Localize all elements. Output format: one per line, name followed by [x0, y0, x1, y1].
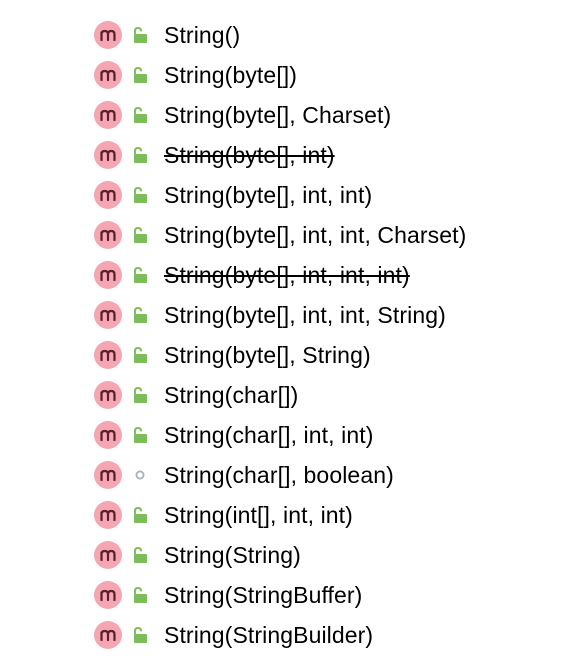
public-lock-icon	[130, 425, 150, 445]
constructor-label: String(StringBuilder)	[164, 621, 374, 648]
constructor-label: String(byte[], Charset)	[164, 101, 392, 128]
package-private-icon	[130, 465, 150, 485]
constructor-label: String(byte[], String)	[164, 341, 371, 368]
method-icon	[94, 61, 122, 89]
constructor-label: String(byte[], int, int, Charset)	[164, 221, 467, 248]
method-icon	[94, 581, 122, 609]
constructor-label: String()	[164, 21, 241, 48]
constructor-item[interactable]: String(String)	[94, 535, 466, 575]
constructor-item[interactable]: String(StringBuffer)	[94, 575, 466, 615]
constructor-item[interactable]: String(byte[], int, int, String)	[94, 295, 466, 335]
constructor-item[interactable]: String()	[94, 15, 466, 55]
constructor-list: String() String(byte[]) String(byte[], Cha…	[94, 15, 466, 655]
method-icon	[94, 181, 122, 209]
constructor-item[interactable]: String(byte[], int, int, Charset)	[94, 215, 466, 255]
method-icon	[94, 341, 122, 369]
public-lock-icon	[130, 585, 150, 605]
public-lock-icon	[130, 505, 150, 525]
method-icon	[94, 621, 122, 649]
method-icon	[94, 541, 122, 569]
constructor-label: String(byte[])	[164, 61, 298, 88]
method-icon	[94, 261, 122, 289]
method-icon	[94, 141, 122, 169]
method-icon	[94, 301, 122, 329]
method-icon	[94, 101, 122, 129]
constructor-label: String(char[])	[164, 381, 299, 408]
constructor-item[interactable]: String(byte[], int, int)	[94, 175, 466, 215]
method-icon	[94, 21, 122, 49]
constructor-label: String(byte[], int, int)	[164, 181, 373, 208]
constructor-label: String(byte[], int, int, String)	[164, 301, 446, 328]
public-lock-icon	[130, 185, 150, 205]
public-lock-icon	[130, 65, 150, 85]
method-icon	[94, 461, 122, 489]
constructor-item[interactable]: String(StringBuilder)	[94, 615, 466, 655]
constructor-label: String(String)	[164, 541, 301, 568]
deprecated-constructor-label: String(byte[], int)	[164, 141, 335, 168]
constructor-label: String(char[], int, int)	[164, 421, 374, 448]
method-icon	[94, 421, 122, 449]
constructor-item[interactable]: String(byte[], int)	[94, 135, 466, 175]
public-lock-icon	[130, 385, 150, 405]
public-lock-icon	[130, 305, 150, 325]
method-icon	[94, 381, 122, 409]
constructor-item[interactable]: String(char[])	[94, 375, 466, 415]
constructor-item[interactable]: String(int[], int, int)	[94, 495, 466, 535]
deprecated-constructor-label: String(byte[], int, int, int)	[164, 261, 410, 288]
constructor-item[interactable]: String(byte[], int, int, int)	[94, 255, 466, 295]
constructor-item[interactable]: String(char[], int, int)	[94, 415, 466, 455]
public-lock-icon	[130, 265, 150, 285]
constructor-item[interactable]: String(byte[], Charset)	[94, 95, 466, 135]
public-lock-icon	[130, 545, 150, 565]
constructor-label: String(StringBuffer)	[164, 581, 363, 608]
constructor-label: String(char[], boolean)	[164, 461, 394, 488]
constructor-item[interactable]: String(char[], boolean)	[94, 455, 466, 495]
method-icon	[94, 501, 122, 529]
public-lock-icon	[130, 25, 150, 45]
constructor-label: String(int[], int, int)	[164, 501, 353, 528]
public-lock-icon	[130, 105, 150, 125]
method-icon	[94, 221, 122, 249]
public-lock-icon	[130, 345, 150, 365]
public-lock-icon	[130, 145, 150, 165]
public-lock-icon	[130, 625, 150, 645]
public-lock-icon	[130, 225, 150, 245]
constructor-item[interactable]: String(byte[])	[94, 55, 466, 95]
constructor-item[interactable]: String(byte[], String)	[94, 335, 466, 375]
